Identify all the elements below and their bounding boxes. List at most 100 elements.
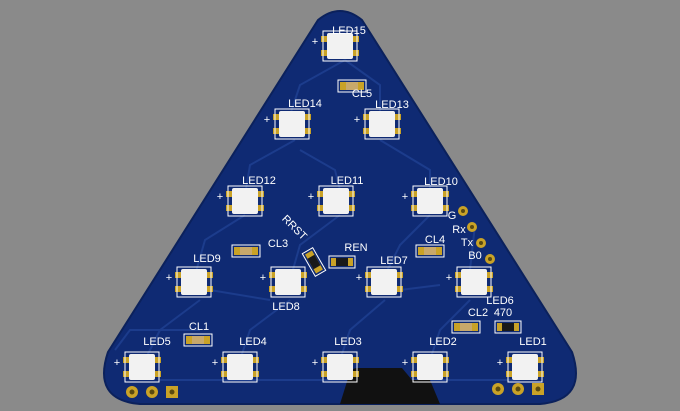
led-outline bbox=[222, 351, 258, 383]
led-label: LED4 bbox=[239, 336, 267, 348]
polarity-mark: + bbox=[212, 357, 218, 369]
capacitor-label: CL4 bbox=[425, 234, 445, 246]
led-group: +LED1+LED2+LED3+LED4+LED5+LED6+LED7+LED8… bbox=[114, 25, 547, 383]
led-pad bbox=[455, 272, 461, 278]
led-pad bbox=[411, 357, 417, 363]
resistor-outline bbox=[301, 247, 327, 277]
pin-label: B0 bbox=[468, 250, 481, 262]
led-pad bbox=[538, 357, 544, 363]
polarity-mark: + bbox=[312, 357, 318, 369]
trace bbox=[379, 139, 431, 195]
led-outline bbox=[364, 108, 400, 140]
polarity-mark: + bbox=[217, 191, 223, 203]
led-body bbox=[181, 269, 207, 295]
resistor-ren: REN bbox=[328, 242, 368, 269]
resistor-470: 470 bbox=[494, 307, 522, 334]
capacitor-label: CL2 bbox=[468, 307, 488, 319]
led-label: LED14 bbox=[288, 98, 322, 110]
trace bbox=[339, 299, 386, 361]
led-pad bbox=[123, 357, 129, 363]
capacitor-cl2: CL2 bbox=[451, 307, 488, 334]
led-outline bbox=[322, 351, 358, 383]
capacitor-pad bbox=[358, 82, 364, 90]
led-led14: + LED14 bbox=[264, 98, 322, 140]
polarity-mark: + bbox=[264, 114, 270, 126]
trace bbox=[289, 214, 341, 281]
trace bbox=[399, 284, 441, 291]
polarity-mark: + bbox=[166, 272, 172, 284]
led-body bbox=[279, 111, 305, 137]
polarity-mark: + bbox=[260, 272, 266, 284]
pin-hole bbox=[479, 241, 483, 245]
led-pad bbox=[506, 357, 512, 363]
capacitor-outline bbox=[415, 244, 445, 258]
led-led5: +LED5 bbox=[114, 336, 171, 383]
led-pad bbox=[123, 371, 129, 377]
led-pad bbox=[226, 191, 232, 197]
bottom-pad-hole bbox=[495, 386, 501, 392]
pin-hole bbox=[488, 257, 492, 261]
polarity-mark: + bbox=[114, 357, 120, 369]
bottom-pad-hole bbox=[515, 386, 521, 392]
led-outline bbox=[412, 185, 448, 217]
header-pin-g: G bbox=[448, 206, 468, 222]
led-label: LED6 bbox=[486, 295, 514, 307]
header-pin-tx: Tx bbox=[461, 237, 486, 249]
led-led15: +LED15 bbox=[312, 25, 366, 62]
capacitor-body bbox=[460, 323, 472, 331]
led-pad bbox=[175, 272, 181, 278]
usb-connector bbox=[340, 368, 440, 404]
led-pad bbox=[365, 272, 371, 278]
trace bbox=[194, 214, 246, 276]
led-pad bbox=[207, 272, 213, 278]
led-body bbox=[512, 354, 538, 380]
capacitor-pad bbox=[472, 323, 478, 331]
capacitor-pad bbox=[340, 82, 346, 90]
capacitor-label: CL1 bbox=[189, 321, 209, 333]
led-label: LED11 bbox=[331, 175, 364, 187]
capacitor-cl1: CL1 bbox=[183, 321, 213, 347]
led-body bbox=[232, 188, 258, 214]
polarity-mark: + bbox=[312, 36, 318, 48]
resistor-package bbox=[494, 320, 522, 334]
capacitor-pad bbox=[204, 336, 210, 344]
led-pad bbox=[273, 114, 279, 120]
bottom-pad-hole bbox=[535, 386, 541, 392]
led-pad bbox=[365, 286, 371, 292]
led-led10: +LED10 bbox=[402, 176, 458, 217]
led-led2: +LED2 bbox=[402, 336, 457, 383]
resistor-body bbox=[307, 254, 321, 270]
led-pad bbox=[207, 286, 213, 292]
polarity-mark: + bbox=[497, 357, 503, 369]
led-pad bbox=[487, 286, 493, 292]
pin-label: Tx bbox=[461, 237, 474, 249]
led-pad bbox=[305, 128, 311, 134]
bottom-pad-group bbox=[126, 383, 544, 398]
polarity-mark: + bbox=[402, 191, 408, 203]
led-pad bbox=[443, 371, 449, 377]
header-pin-b0: B0 bbox=[468, 250, 495, 264]
polarity-mark: + bbox=[446, 272, 452, 284]
led-body bbox=[461, 269, 487, 295]
led-pad bbox=[353, 371, 359, 377]
led-outline bbox=[270, 266, 306, 298]
led-led13: +LED13 bbox=[354, 99, 409, 140]
led-pad bbox=[175, 286, 181, 292]
led-body bbox=[323, 188, 349, 214]
led-pad bbox=[253, 371, 259, 377]
capacitor-pad bbox=[418, 247, 424, 255]
led-led11: + LED11 bbox=[308, 175, 364, 217]
capacitor-pad bbox=[436, 247, 442, 255]
led-pad bbox=[411, 191, 417, 197]
led-pad bbox=[397, 272, 403, 278]
led-pad bbox=[221, 357, 227, 363]
pin-label: Rx bbox=[452, 224, 466, 236]
capacitor-cl4: CL4 bbox=[415, 234, 445, 258]
polarity-mark: + bbox=[356, 272, 362, 284]
led-body bbox=[327, 33, 353, 59]
led-pad bbox=[321, 357, 327, 363]
resistor-outline bbox=[328, 255, 356, 269]
led-pad bbox=[349, 205, 355, 211]
polarity-mark: + bbox=[308, 191, 314, 203]
